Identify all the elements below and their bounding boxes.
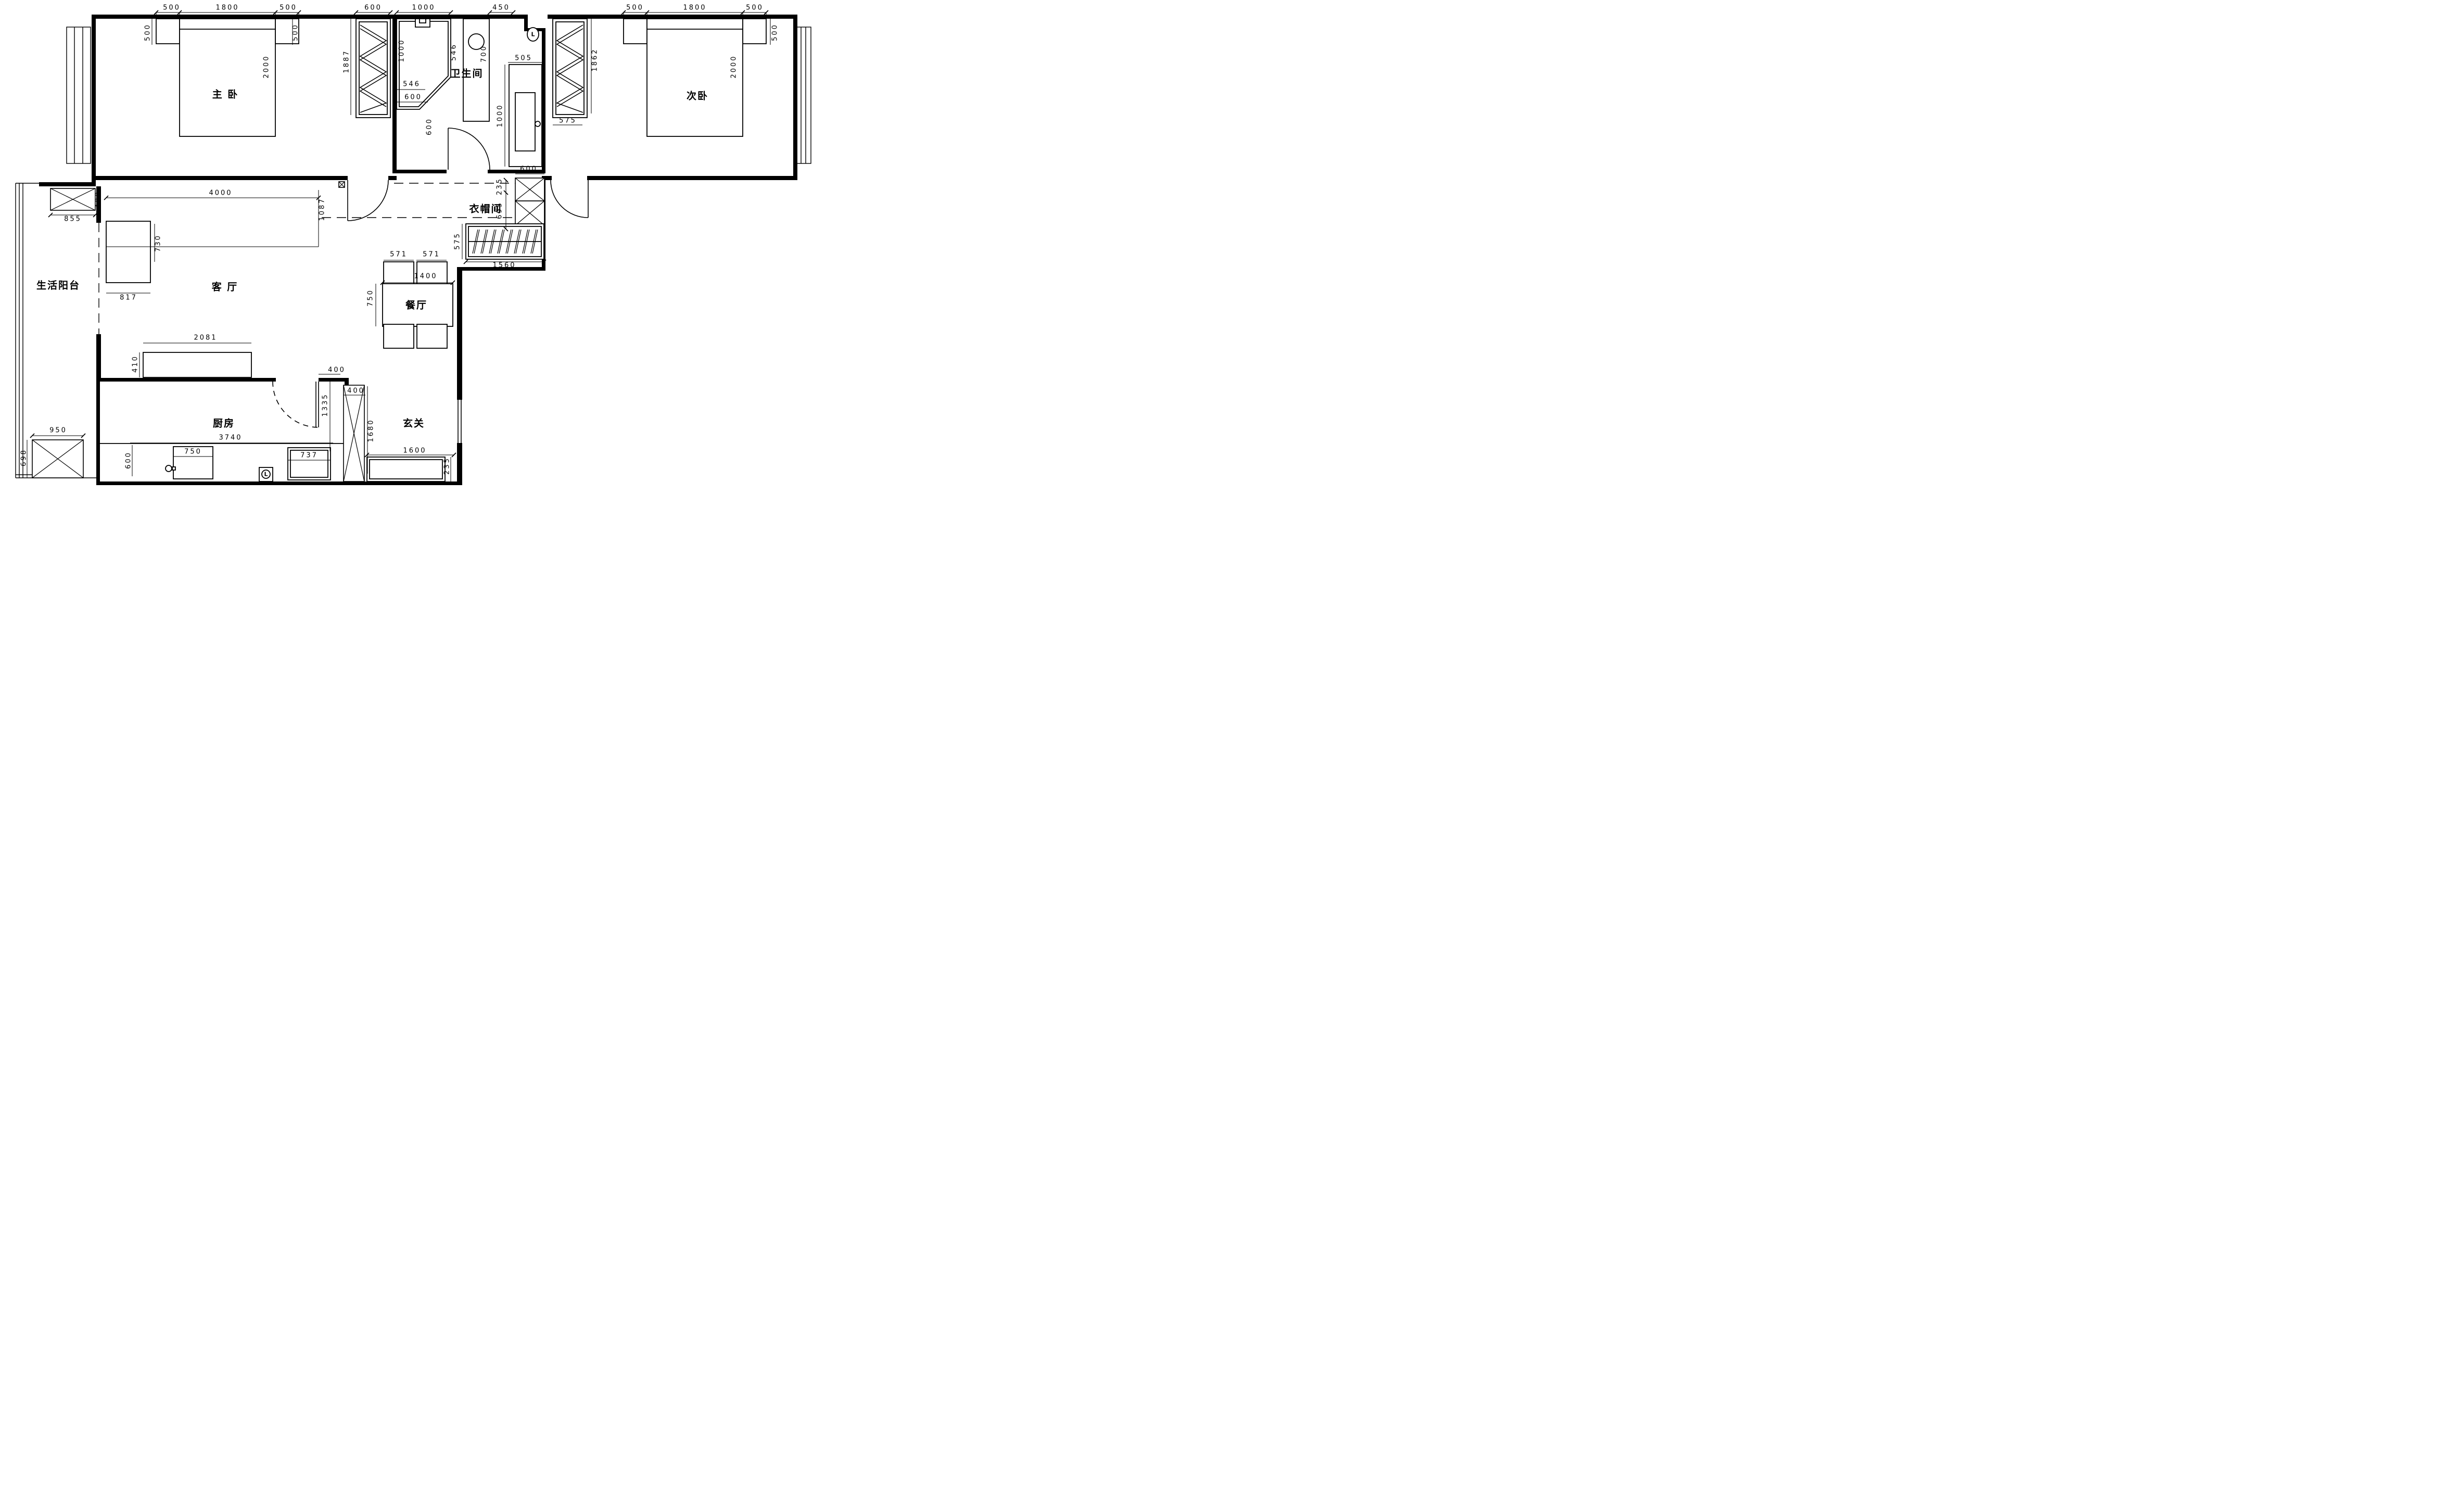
- chair: [383, 324, 414, 349]
- stove: [173, 446, 213, 479]
- doors: [272, 128, 589, 443]
- floor-drain: [527, 27, 539, 42]
- furniture: [100, 18, 767, 482]
- floor-plan-geometry: [15, 10, 811, 485]
- gas-valve: [165, 465, 172, 472]
- dining-table: [382, 283, 453, 327]
- nightstand: [742, 18, 767, 44]
- nightstand: [623, 18, 647, 44]
- wardrobe-hatch: [359, 24, 584, 113]
- chair: [383, 261, 414, 286]
- window-balcony: [15, 183, 96, 478]
- bed-master: [179, 18, 276, 137]
- window-second-bedroom: [796, 27, 811, 164]
- shaft-diagonals: [32, 178, 545, 482]
- window-master: [66, 27, 91, 164]
- dimension-ticks: [30, 10, 769, 458]
- door-arc-master: [347, 180, 389, 221]
- door-arc-second: [550, 180, 589, 218]
- kitchen-cabinet: [143, 352, 252, 378]
- nightstand: [156, 18, 180, 44]
- chair: [416, 261, 448, 286]
- chair: [416, 324, 448, 349]
- door-arc-bath: [448, 128, 490, 170]
- bed-second: [646, 18, 743, 137]
- tv-cabinet: [106, 221, 151, 283]
- sink: [468, 33, 485, 50]
- nightstand: [275, 18, 299, 44]
- cloak-slats: [472, 229, 538, 254]
- door-arc-kitchen: [272, 381, 319, 428]
